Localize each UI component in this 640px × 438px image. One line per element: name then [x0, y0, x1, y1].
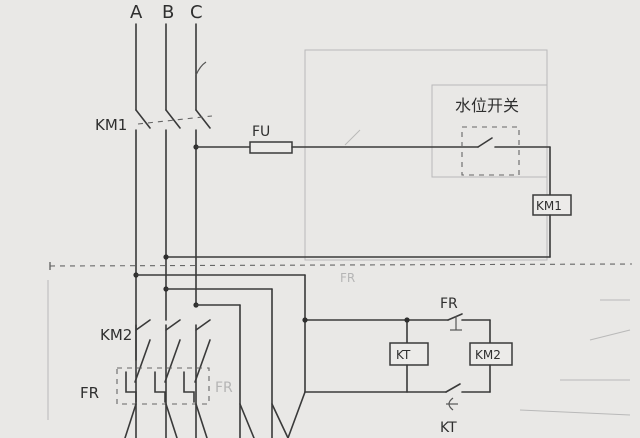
upper-control-circuit: FU 水位开关 KM1: [163, 96, 572, 260]
kt-coil-label: KT: [396, 348, 411, 362]
circuit-separator: FR: [49, 262, 633, 285]
float-switch-label: 水位开关: [455, 96, 519, 115]
svg-text:FR: FR: [340, 271, 355, 285]
fr-housing: [116, 367, 210, 405]
fuse-fu: [249, 141, 293, 154]
phase-b-label: B: [162, 2, 174, 23]
km2-contacts: KM2: [100, 319, 211, 438]
km2-coil-label: KM2: [475, 348, 501, 362]
km2-contact-label: KM2: [100, 326, 132, 344]
fr-label-right: FR: [215, 380, 233, 396]
km1-coil-label: KM1: [536, 199, 562, 213]
thermal-relay-fr: FR FR: [80, 367, 306, 438]
phase-c-tick: [195, 61, 207, 76]
km1-main-contacts: KM1: [95, 109, 213, 361]
fr-contact-label: FR: [440, 296, 458, 312]
phase-lines: A B C: [130, 2, 207, 111]
km1-coil: [532, 194, 572, 216]
phase-c-label: C: [190, 2, 203, 23]
float-switch-housing: [461, 126, 520, 176]
lower-control-circuit: KT FR KM2 KT: [302, 296, 513, 436]
background-marks: [47, 49, 631, 420]
fr-label-left: FR: [80, 384, 99, 402]
km2-coil: [469, 342, 513, 366]
kt-contact-label: KT: [440, 420, 457, 436]
fuse-label: FU: [252, 124, 270, 140]
kt-coil: [389, 342, 429, 366]
phase-a-label: A: [130, 2, 143, 23]
km1-contact-label: KM1: [95, 116, 127, 134]
lower-power-branch: [133, 272, 306, 438]
